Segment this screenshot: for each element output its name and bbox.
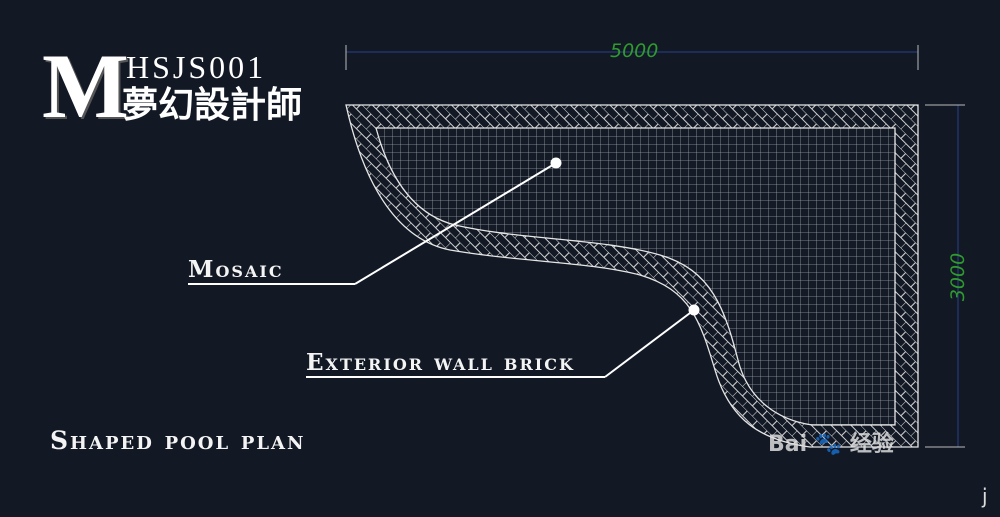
dimension-width-text: 5000	[610, 40, 659, 62]
wall-brick-leader	[306, 304, 700, 378]
drawing-title: Shaped pool plan	[50, 426, 306, 455]
logo-letter: M	[42, 35, 129, 137]
mosaic-area	[375, 127, 896, 426]
dimension-height-text: 3000	[947, 252, 970, 302]
mosaic-leader	[188, 157, 562, 285]
wall-brick-label: Exterior wall brick	[306, 349, 575, 376]
logo-code: HSJS001	[126, 49, 267, 85]
mosaic-label: Mosaic	[188, 256, 284, 283]
corner-watermark: j	[982, 484, 988, 508]
watermark: Bai 🐾 经验	[768, 432, 894, 457]
dimension-line-width	[345, 45, 919, 70]
logo-name: 夢幻設計師	[122, 85, 303, 126]
dimension-line-height	[925, 104, 965, 448]
